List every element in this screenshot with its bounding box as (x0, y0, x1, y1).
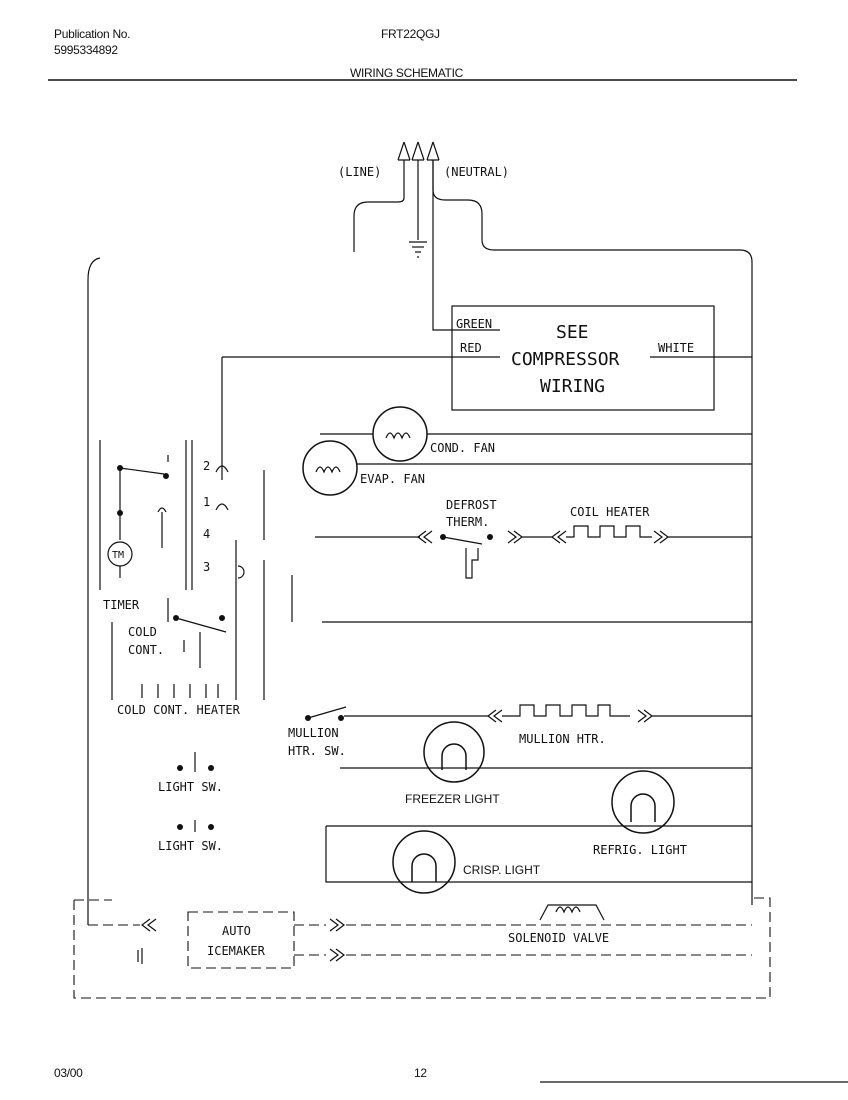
red-label: RED (460, 341, 482, 355)
evap-fan-motor (302, 440, 358, 496)
icemaker-label-2: ICEMAKER (207, 944, 266, 958)
crisp-light-bulb (392, 830, 456, 894)
neutral-label: (NEUTRAL) (444, 165, 509, 179)
mullion-heater (502, 704, 630, 717)
coil-heater (566, 525, 652, 538)
white-label: WHITE (658, 341, 694, 355)
cond-fan-label: COND. FAN (430, 441, 495, 455)
line-label: (LINE) (338, 165, 381, 179)
publication-label: Publication No. (54, 27, 131, 41)
solenoid-valve-coil-icon (555, 906, 581, 914)
cold-cont-label-2: CONT. (128, 643, 164, 657)
left-bus (87, 257, 101, 925)
refrig-light-bulb (611, 770, 675, 834)
evap-fan-label: EVAP. FAN (360, 472, 425, 486)
timer-terminal-3: 3 (203, 560, 210, 574)
refrig-light-label: REFRIG. LIGHT (593, 843, 687, 857)
icemaker-ground-icon (137, 948, 143, 964)
green-wire (432, 160, 500, 331)
mullion-htr-label: MULLION HTR. (519, 732, 606, 746)
freezer-light-filament (441, 743, 467, 770)
compressor-title: COMPRESSOR (511, 349, 620, 370)
crisp-light-wire (325, 826, 752, 883)
defrost-connector-left (417, 530, 433, 544)
mullion-switch-blade (307, 706, 347, 719)
icemaker-box (187, 911, 295, 969)
neutral-lead (432, 160, 753, 905)
cold-cont-label-1: COLD (128, 625, 157, 639)
solenoid-valve-frame (539, 904, 605, 921)
icemaker-dashed-frame (73, 897, 771, 999)
defrost-connector-right (507, 530, 523, 544)
page-title: WIRING SCHEMATIC (350, 66, 463, 80)
freezer-light-label: FREEZER LIGHT (405, 792, 500, 806)
mullion-sw-label-1: MULLION (288, 726, 339, 740)
cold-cont-heater (141, 684, 219, 698)
light-sw-label-2: LIGHT SW. (158, 839, 223, 853)
footer-date: 03/00 (54, 1066, 83, 1080)
mullion-sw-label-2: HTR. SW. (288, 744, 346, 758)
cold-cont-heater-label: COLD CONT. HEATER (117, 703, 241, 717)
compressor-box (451, 305, 715, 411)
defrost-therm-contact (442, 536, 483, 545)
coil-heater-connector-left (551, 530, 567, 544)
timer-terminal-1: 1 (203, 495, 210, 509)
light-sw-label-1: LIGHT SW. (158, 780, 223, 794)
page-number: 12 (414, 1066, 427, 1080)
supply-arrows (397, 141, 440, 161)
timer-terminal-2: 2 (203, 459, 210, 473)
crisp-light-filament (411, 853, 437, 882)
timer (99, 440, 187, 590)
solenoid-valve-label: SOLENOID VALVE (508, 931, 609, 945)
coil-heater-label: COIL HEATER (570, 505, 650, 519)
timer-motor-label: TM (112, 550, 124, 561)
evap-fan-coil-icon (315, 466, 341, 474)
ground-symbol (409, 241, 427, 258)
model-number: FRT22QGJ (381, 27, 440, 41)
green-label: GREEN (456, 317, 492, 331)
line-lead (353, 160, 405, 252)
defrost-therm-label-2: THERM. (446, 515, 489, 529)
icemaker-connector-left (141, 918, 157, 932)
cold-control (111, 598, 227, 700)
crisp-light-label: CRISP. LIGHT (463, 863, 541, 877)
defrost-therm-label-1: DEFROST (446, 498, 497, 512)
publication-number: 5995334892 (54, 43, 118, 57)
mullion-connector-right (637, 709, 653, 723)
icemaker-connector-right-2 (329, 948, 345, 962)
icemaker-label-1: AUTO (222, 924, 251, 938)
timer-label: TIMER (103, 598, 140, 612)
icemaker-connector-right-1 (329, 918, 345, 932)
timer-terminal-block (191, 440, 293, 700)
coil-heater-connector-right (653, 530, 669, 544)
cond-fan-coil-icon (385, 432, 411, 440)
timer-terminal-4: 4 (203, 527, 210, 541)
defrost-therm-bimetal (465, 548, 479, 579)
refrig-light-filament (630, 793, 656, 822)
compressor-see: SEE (556, 322, 589, 343)
compressor-wiring: WIRING (540, 376, 605, 397)
mullion-connector-left (487, 709, 503, 723)
freezer-light-bulb (423, 721, 485, 783)
